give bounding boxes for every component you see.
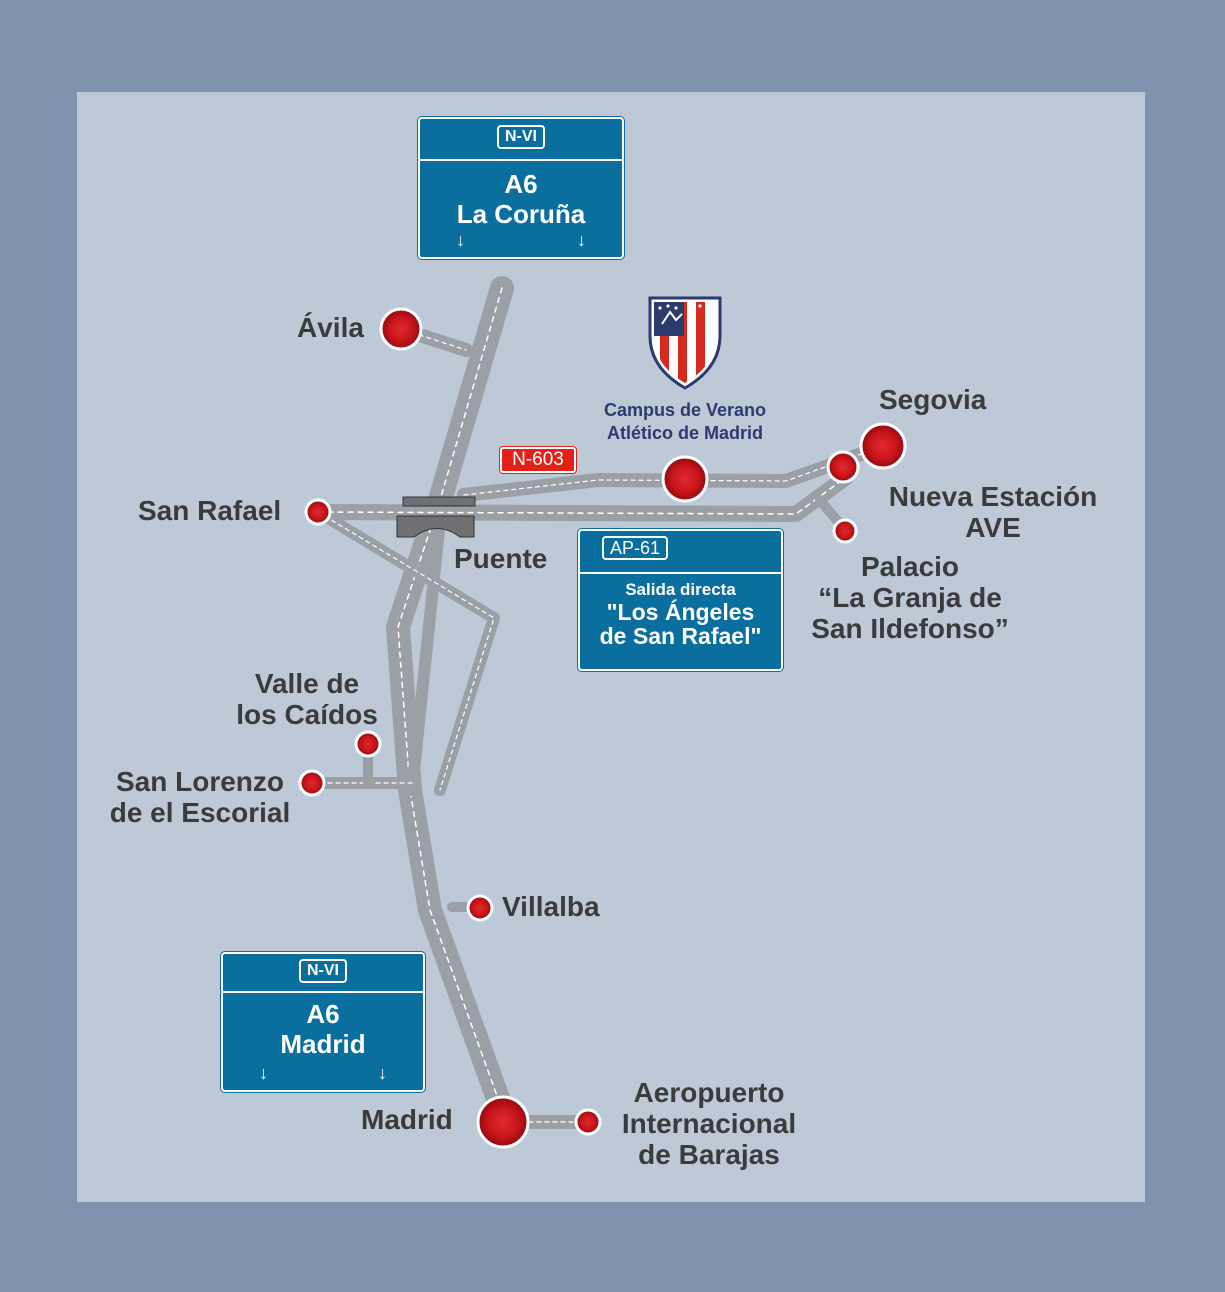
label-san-rafael: San Rafael [138, 495, 282, 526]
marker-palacio[interactable] [832, 518, 858, 544]
down-arrow-icon: ↓ [456, 230, 465, 250]
campus-line-1: Campus de Verano [603, 400, 767, 420]
label-madrid: Madrid [361, 1104, 453, 1135]
label-nueva-estacion: Nueva Estación AVE [870, 481, 1116, 543]
label-line: AVE [965, 512, 1021, 543]
label-villalba: Villalba [502, 891, 600, 922]
sign-a6-la-coruna: N-VI A6 La Coruña ↓ ↓ [417, 116, 625, 260]
label-line: Internacional [621, 1108, 797, 1139]
markers [298, 307, 907, 1149]
marker-villalba[interactable] [466, 894, 494, 922]
marker-san-rafael[interactable] [304, 498, 332, 526]
marker-nueva-estacion[interactable] [826, 450, 860, 484]
road-escorial-link [406, 514, 446, 796]
sign-badge: N-VI [497, 125, 545, 149]
label-line: San Lorenzo [115, 766, 284, 797]
down-arrow-icon: ↓ [577, 230, 586, 250]
campus-label: Campus de Verano Atlético de Madrid [570, 399, 800, 445]
down-arrow-icon: ↓ [378, 1063, 387, 1083]
atletico-de-madrid-crest-icon [648, 296, 722, 390]
n603-badge: N-603 [499, 446, 577, 474]
label-line: Valle de [254, 668, 360, 699]
sign-line-2: Madrid [280, 1029, 366, 1059]
sign-badge: AP-61 [602, 536, 669, 560]
sign-line-2: "Los Ángeles [606, 599, 755, 625]
label-segovia: Segovia [879, 384, 987, 415]
sign-a6-madrid: N-VI A6 Madrid ↓ ↓ [220, 951, 426, 1093]
label-puente: Puente [454, 543, 548, 574]
label-san-lorenzo: San Lorenzo de el Escorial [100, 766, 300, 828]
bridge-icon [396, 496, 476, 538]
campus-line-2: Atlético de Madrid [606, 423, 763, 443]
marker-valle[interactable] [354, 730, 382, 758]
label-avila: Ávila [297, 312, 364, 343]
label-line: San Ildefonso” [811, 613, 1009, 644]
label-valle: Valle de los Caídos [222, 668, 392, 730]
marker-madrid[interactable] [476, 1095, 530, 1149]
marker-segovia[interactable] [859, 422, 907, 470]
label-palacio: Palacio “La Granja de San Ildefonso” [798, 551, 1022, 644]
sign-ap61: AP-61 Salida directa "Los Ángeles de San… [577, 528, 784, 672]
label-line: de el Escorial [109, 797, 291, 828]
sign-line-1: A6 [306, 999, 340, 1029]
sign-badge: N-VI [299, 959, 347, 983]
label-aeropuerto: Aeropuerto Internacional de Barajas [606, 1077, 812, 1170]
label-line: Palacio [860, 551, 960, 582]
marker-avila[interactable] [379, 307, 423, 351]
marker-aeropuerto[interactable] [574, 1108, 602, 1136]
marker-san-lorenzo[interactable] [298, 769, 326, 797]
down-arrow-icon: ↓ [259, 1063, 268, 1083]
label-line: Nueva Estación [888, 481, 1098, 512]
label-line: los Caídos [236, 699, 378, 730]
sign-line-3: de San Rafael" [599, 623, 762, 649]
label-line: “La Granja de [818, 582, 1002, 613]
sign-line-2: La Coruña [456, 199, 586, 229]
sign-line-1: Salida directa [625, 580, 736, 599]
marker-campus[interactable] [661, 455, 709, 503]
sign-line-1: A6 [504, 169, 538, 199]
label-line: de Barajas [638, 1139, 780, 1170]
label-line: Aeropuerto [633, 1077, 785, 1108]
